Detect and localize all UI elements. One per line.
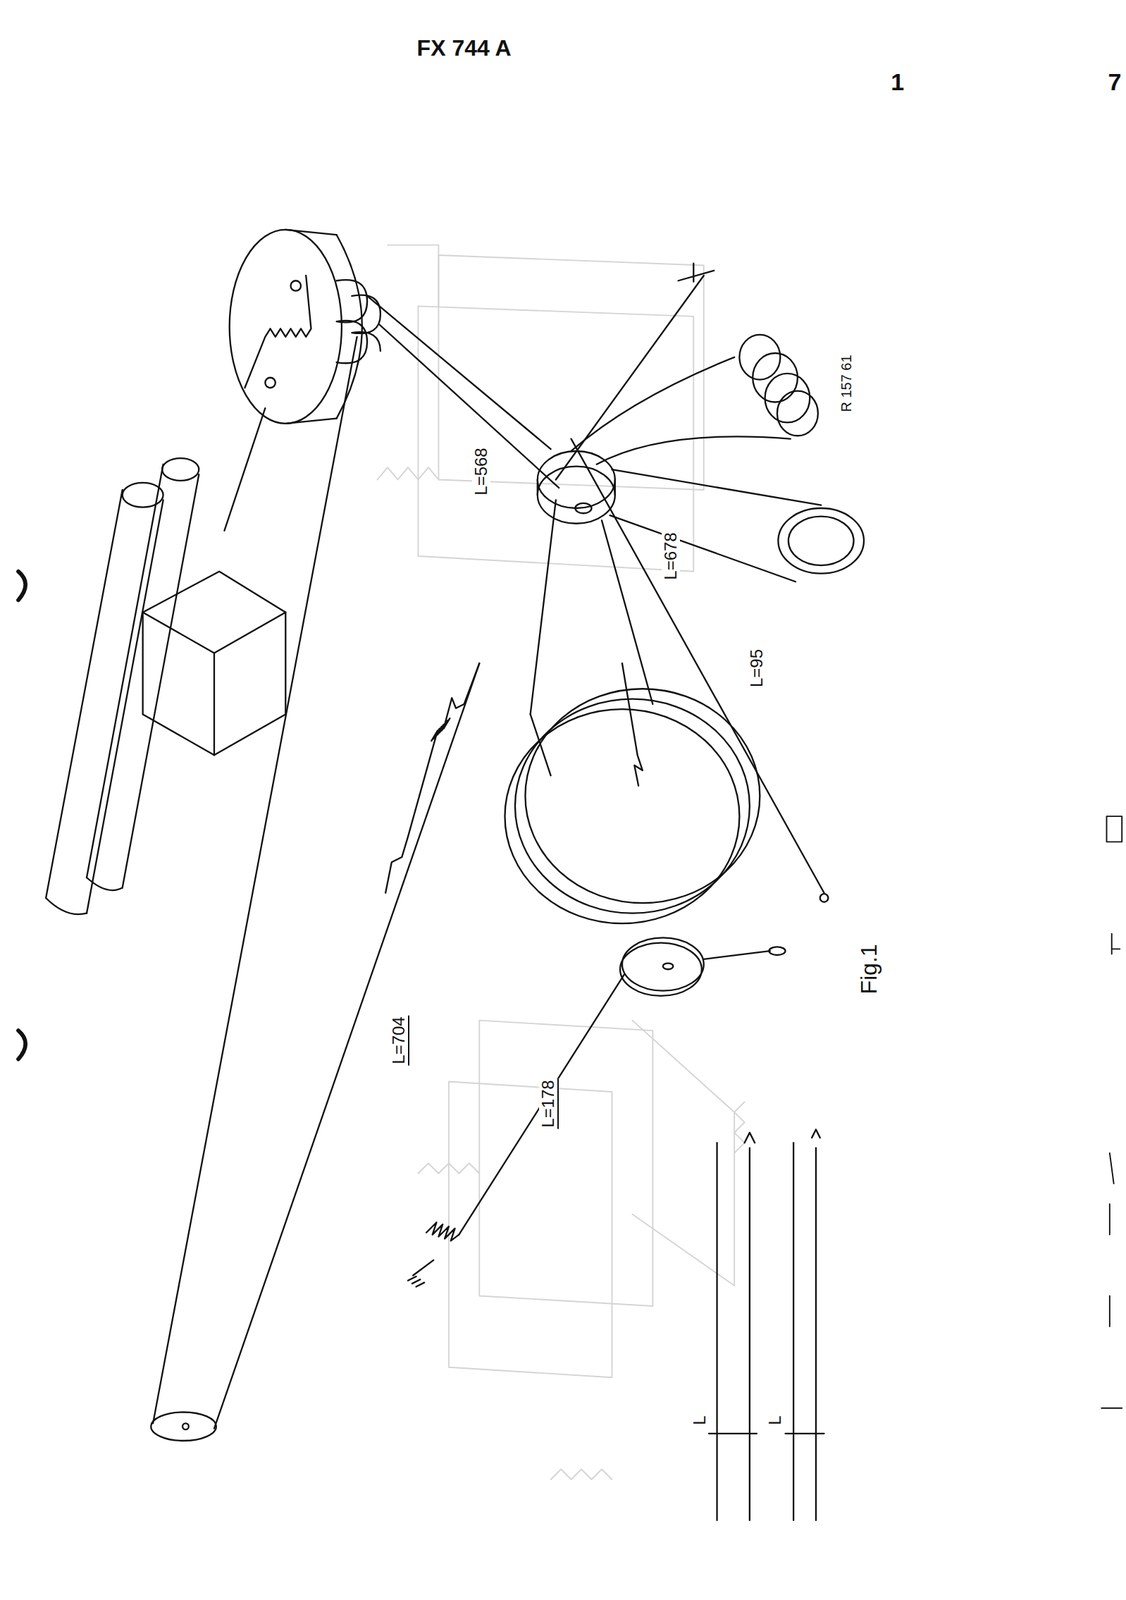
- page-title: FX 744 A: [417, 36, 512, 60]
- dial-cord: [610, 515, 796, 582]
- drawing-number: R 157 61: [838, 353, 855, 414]
- cord-length: L=678: [661, 530, 680, 581]
- cord-length: L=95: [747, 647, 766, 689]
- cord-samples: [708, 1129, 825, 1520]
- dial-cord: [379, 324, 559, 488]
- small-pulley: [407, 937, 786, 1286]
- length-symbol: L: [765, 1413, 785, 1426]
- scan-marks: [1101, 815, 1122, 1408]
- page-number: 7: [1106, 69, 1124, 95]
- large-drum: [504, 499, 760, 924]
- show-through-chassis: [377, 245, 745, 1480]
- length-symbol: L: [690, 1413, 709, 1426]
- dial-cord: [555, 275, 704, 480]
- coil-spring: [739, 334, 818, 436]
- drive-spindle: [777, 508, 864, 574]
- tuning-drum: [143, 229, 381, 755]
- cord-length: L=568: [472, 446, 491, 497]
- dial-cord: [596, 436, 791, 464]
- figure-label: Fig.1: [856, 942, 881, 996]
- shaft-cylinders: [45, 458, 199, 914]
- pointer-tube: [150, 336, 480, 1441]
- dial-cord: [367, 295, 552, 449]
- pulley: [537, 450, 616, 524]
- page-number: 1: [889, 69, 906, 95]
- cord-hook: [678, 263, 715, 282]
- dial-cord: [611, 469, 821, 506]
- cord-length: L=178: [539, 1078, 559, 1129]
- dial-cord: [571, 438, 825, 893]
- cord-length: L=704: [389, 1015, 410, 1066]
